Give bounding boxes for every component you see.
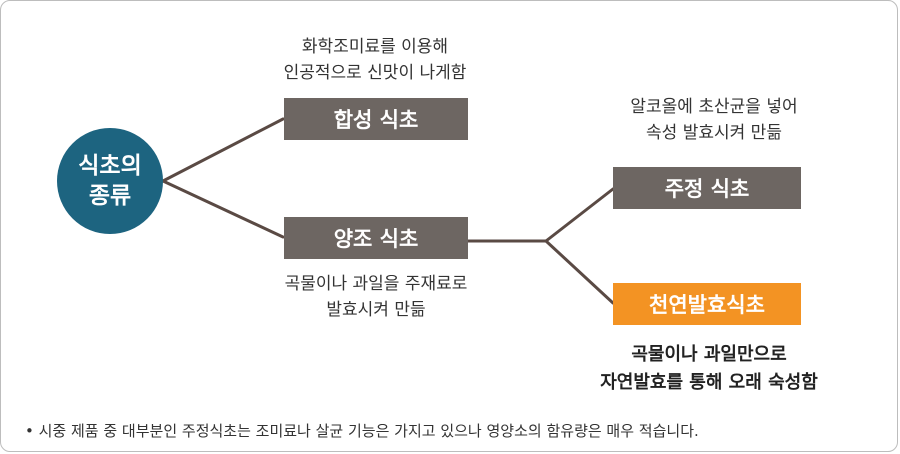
alcohol-vinegar-label: 주정 식초 (664, 177, 750, 201)
natural-desc-line1: 곡물이나 과일만으로 (631, 344, 787, 365)
alcohol-vinegar-node: 주정 식초 (613, 167, 801, 209)
footnote: • 시중 제품 중 대부분인 주정식초는 조미료나 살균 기능은 가지고 있으나… (25, 422, 699, 440)
synthetic-desc-line1: 화학조미료를 이용해 (301, 37, 449, 57)
alcohol-desc-line2: 속성 발효시켜 만듦 (646, 123, 782, 143)
root-node-vinegar-types: 식초의 종류 (57, 128, 163, 234)
synthetic-vinegar-label: 합성 식초 (333, 108, 419, 132)
brewed-desc-line2: 발효시켜 만듦 (326, 300, 426, 320)
root-label-line1: 식초의 (78, 153, 142, 179)
alcohol-description: 알코올에 초산균을 넣어 속성 발효시켜 만듦 (586, 94, 842, 146)
connector-root-brewed (161, 179, 285, 239)
connector-root-synthetic (161, 117, 285, 183)
brewed-vinegar-node: 양조 식초 (284, 217, 468, 259)
synthetic-description: 화학조미료를 이용해 인공적으로 신맛이 나게함 (241, 34, 509, 86)
synthetic-vinegar-node: 합성 식초 (284, 98, 468, 140)
natural-vinegar-label: 천연발효식초 (649, 293, 765, 317)
brewed-description: 곡물이나 과일을 주재료로 발효시켜 만듦 (233, 271, 519, 323)
brewed-vinegar-label: 양조 식초 (333, 227, 419, 251)
alcohol-desc-line1: 알코올에 초산균을 넣어 (630, 97, 798, 117)
root-label-line2: 종류 (88, 183, 132, 209)
synthetic-desc-line2: 인공적으로 신맛이 나게함 (283, 63, 467, 83)
connector-branch-alcohol (544, 187, 615, 243)
natural-description: 곡물이나 과일만으로 자연발효를 통해 오래 숙성함 (561, 341, 857, 397)
natural-fermented-vinegar-node: 천연발효식초 (613, 283, 801, 325)
connector-branch-natural (544, 239, 615, 305)
natural-desc-line2: 자연발효를 통해 오래 숙성함 (600, 372, 818, 393)
brewed-desc-line1: 곡물이나 과일을 주재료로 (284, 274, 468, 294)
